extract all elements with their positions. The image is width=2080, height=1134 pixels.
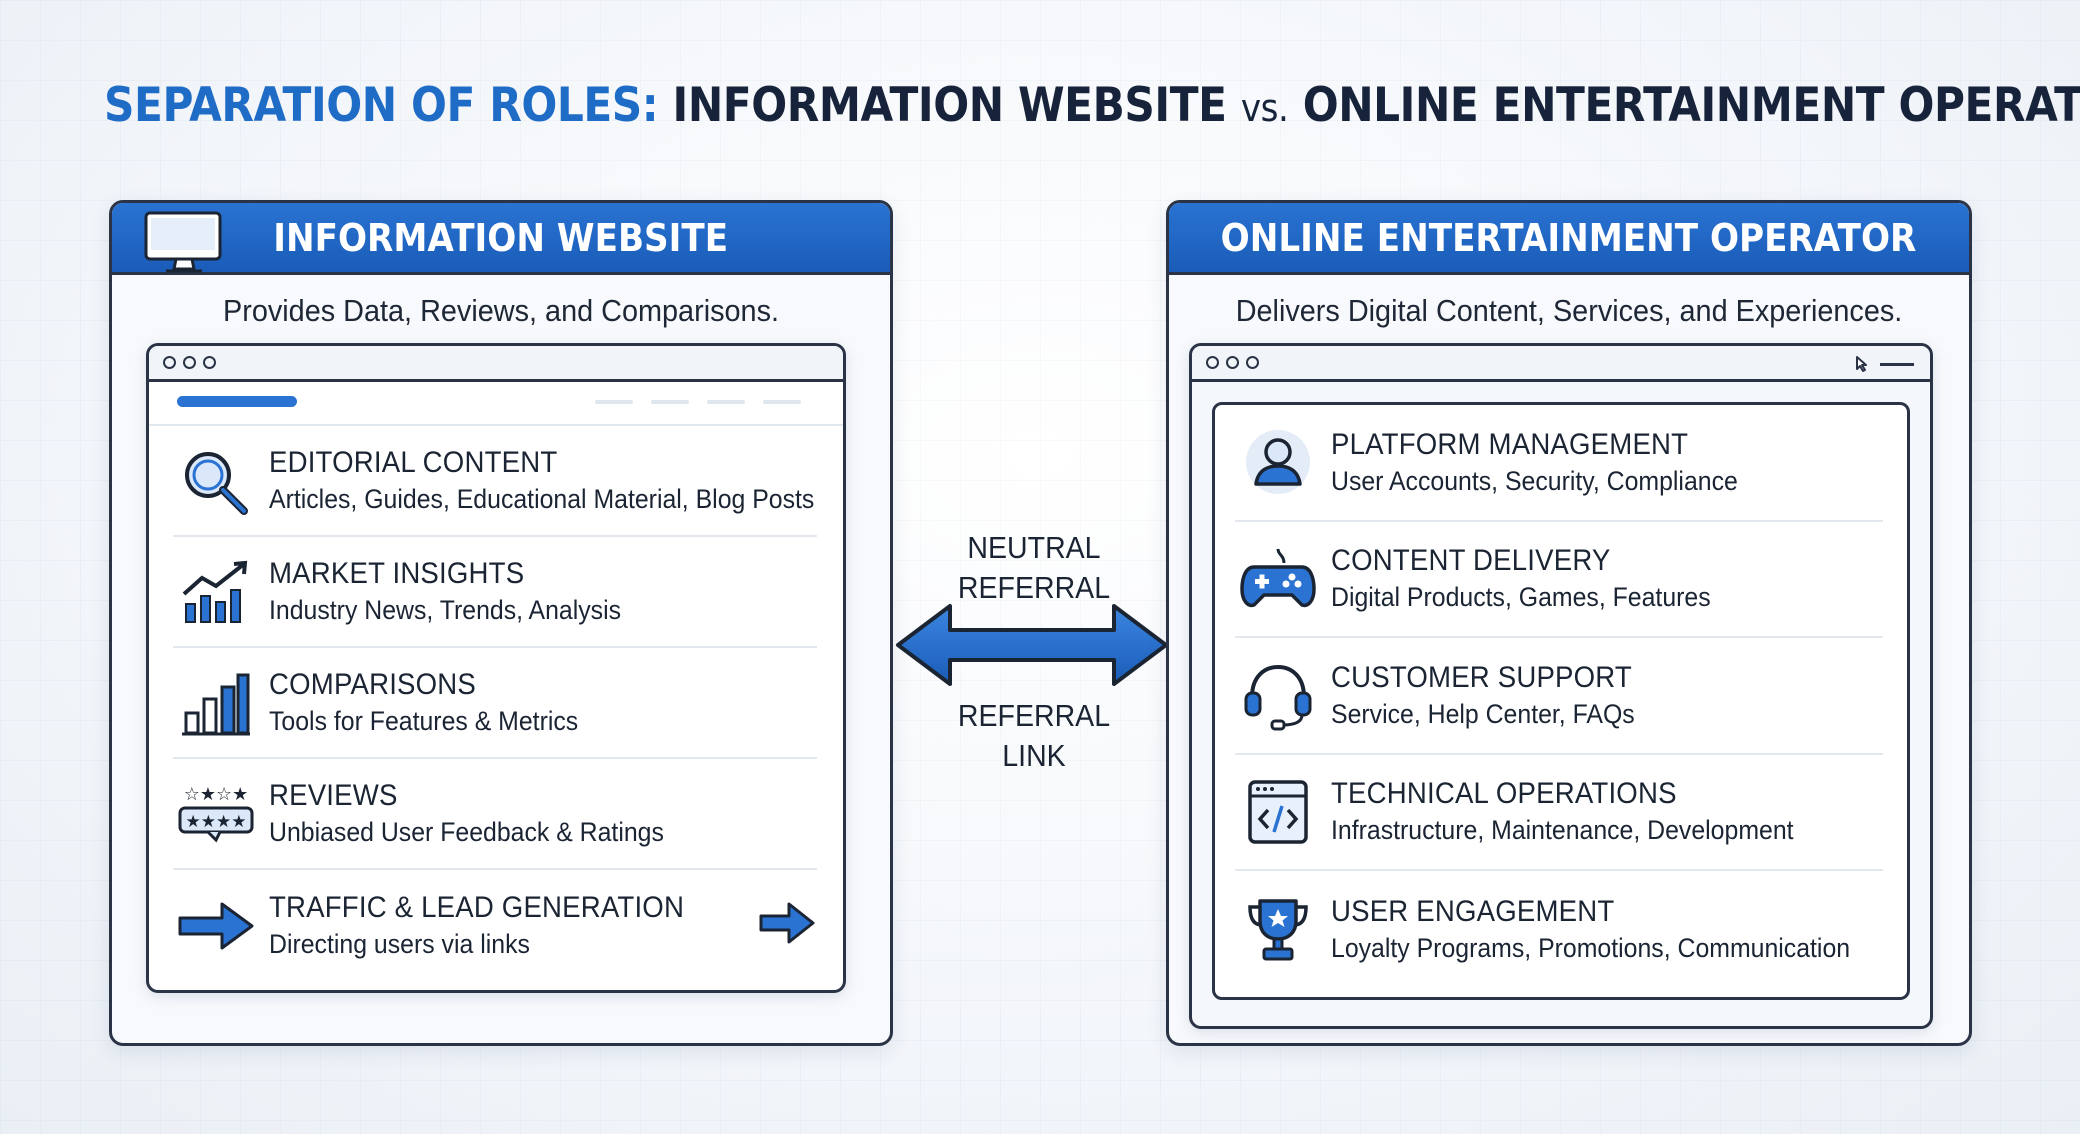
svg-text:☆★☆★: ☆★☆★ xyxy=(184,784,249,805)
tab-bar xyxy=(149,382,843,426)
trend-chart-icon xyxy=(182,560,248,623)
neutral-referral-label: NEUTRAL REFERRAL xyxy=(942,528,1126,608)
star-rating-icon: ☆★☆★ ★★★★ xyxy=(178,784,254,843)
window-titlebar xyxy=(1192,346,1930,382)
list-item-content-delivery: CONTENT DELIVERY Digital Products, Games… xyxy=(1235,522,1883,638)
item-title: TRAFFIC & LEAD GENERATION xyxy=(269,891,685,924)
cursor-icon xyxy=(1856,356,1867,372)
item-title: CONTENT DELIVERY xyxy=(1331,544,1611,578)
item-title: USER ENGAGEMENT xyxy=(1331,894,1615,928)
gamepad-icon xyxy=(1240,548,1316,607)
window-dot-icon xyxy=(1206,356,1219,369)
item-description: Industry News, Trends, Analysis xyxy=(269,595,622,625)
panel-title: ONLINE ENTERTAINMENT OPERATOR xyxy=(1221,215,1917,260)
page-title: SEPARATION OF ROLES: INFORMATION WEBSITE… xyxy=(104,78,2080,133)
minimize-icon xyxy=(1880,362,1914,366)
active-tab-indicator xyxy=(177,396,297,407)
title-vs: vs. xyxy=(1240,86,1289,130)
list-item-technical-operations: TECHNICAL OPERATIONS Infrastructure, Mai… xyxy=(1235,755,1883,871)
list-item-market-insights: MARKET INSIGHTS Industry News, Trends, A… xyxy=(173,537,817,648)
panel-subtitle: Delivers Digital Content, Services, and … xyxy=(1235,293,1903,328)
item-description: Digital Products, Games, Features xyxy=(1331,582,1711,613)
tab-placeholder xyxy=(595,400,633,404)
operator-item-list: PLATFORM MANAGEMENT User Accounts, Secur… xyxy=(1212,402,1910,1000)
item-description: Articles, Guides, Educational Material, … xyxy=(269,484,815,514)
list-item-platform-management: PLATFORM MANAGEMENT User Accounts, Secur… xyxy=(1235,405,1883,522)
list-item-editorial-content: EDITORIAL CONTENT Articles, Guides, Educ… xyxy=(173,426,817,537)
headset-icon xyxy=(1244,665,1312,731)
item-description: Unbiased User Feedback & Ratings xyxy=(269,817,664,847)
title-part-3: ONLINE ENTERTAINMENT OPERATOR xyxy=(1302,78,2080,133)
item-description: Directing users via links xyxy=(269,929,530,959)
item-description: Tools for Features & Metrics xyxy=(269,706,579,736)
user-icon xyxy=(1246,430,1310,495)
item-title: PLATFORM MANAGEMENT xyxy=(1331,427,1689,461)
label-line: LINK xyxy=(1002,738,1066,773)
item-title: MARKET INSIGHTS xyxy=(269,557,525,590)
double-arrow-icon xyxy=(896,604,1168,686)
trophy-icon xyxy=(1248,899,1308,961)
tab-placeholder xyxy=(707,400,745,404)
list-item-reviews: ☆★☆★ ★★★★ REVIEWS Unbiased User Feedback… xyxy=(173,759,817,870)
tab-placeholder xyxy=(763,400,801,404)
item-title: TECHNICAL OPERATIONS xyxy=(1331,777,1677,811)
item-title: EDITORIAL CONTENT xyxy=(269,446,558,479)
item-description: Loyalty Programs, Promotions, Communicat… xyxy=(1331,932,1851,963)
panel-title: INFORMATION WEBSITE xyxy=(273,215,729,260)
app-window: PLATFORM MANAGEMENT User Accounts, Secur… xyxy=(1189,343,1933,1029)
list-item-user-engagement: USER ENGAGEMENT Loyalty Programs, Promot… xyxy=(1235,871,1883,988)
svg-text:★★★★: ★★★★ xyxy=(186,812,247,832)
label-line: REFERRAL xyxy=(957,570,1111,605)
window-dot-icon xyxy=(1226,356,1239,369)
window-dot-icon xyxy=(203,356,216,369)
online-entertainment-operator-panel: ONLINE ENTERTAINMENT OPERATOR Delivers D… xyxy=(1166,200,1972,1046)
magnifier-icon xyxy=(185,451,248,515)
bar-chart-icon xyxy=(182,673,250,735)
label-line: NEUTRAL xyxy=(967,530,1101,565)
arrow-right-icon xyxy=(759,902,815,944)
item-description: Infrastructure, Maintenance, Development xyxy=(1331,815,1794,846)
operator-header: ONLINE ENTERTAINMENT OPERATOR xyxy=(1169,203,1969,275)
item-title: REVIEWS xyxy=(269,779,398,812)
left-item-list: EDITORIAL CONTENT Articles, Guides, Educ… xyxy=(149,426,843,981)
item-title: CUSTOMER SUPPORT xyxy=(1331,660,1632,694)
item-title: COMPARISONS xyxy=(269,668,477,701)
list-item-customer-support: CUSTOMER SUPPORT Service, Help Center, F… xyxy=(1235,638,1883,755)
code-window-icon xyxy=(1248,780,1308,844)
label-line: REFERRAL xyxy=(957,698,1111,733)
item-description: User Accounts, Security, Compliance xyxy=(1331,465,1738,496)
title-part-1: SEPARATION OF ROLES: xyxy=(104,78,659,133)
arrow-right-icon xyxy=(178,902,254,949)
monitor-icon xyxy=(144,211,222,273)
window-dot-icon xyxy=(163,356,176,369)
list-item-traffic-lead-generation: TRAFFIC & LEAD GENERATION Directing user… xyxy=(173,870,817,981)
window-dot-icon xyxy=(1246,356,1259,369)
title-part-2: INFORMATION WEBSITE xyxy=(672,78,1227,133)
window-titlebar xyxy=(149,346,843,382)
browser-window: EDITORIAL CONTENT Articles, Guides, Educ… xyxy=(146,343,846,993)
information-website-panel: INFORMATION WEBSITE Provides Data, Revie… xyxy=(109,200,893,1046)
tab-placeholder xyxy=(651,400,689,404)
item-description: Service, Help Center, FAQs xyxy=(1331,698,1635,729)
referral-link-label: REFERRAL LINK xyxy=(942,696,1126,776)
window-dot-icon xyxy=(183,356,196,369)
list-item-comparisons: COMPARISONS Tools for Features & Metrics xyxy=(173,648,817,759)
panel-subtitle: Provides Data, Reviews, and Comparisons. xyxy=(222,293,780,328)
information-website-header: INFORMATION WEBSITE xyxy=(112,203,890,275)
